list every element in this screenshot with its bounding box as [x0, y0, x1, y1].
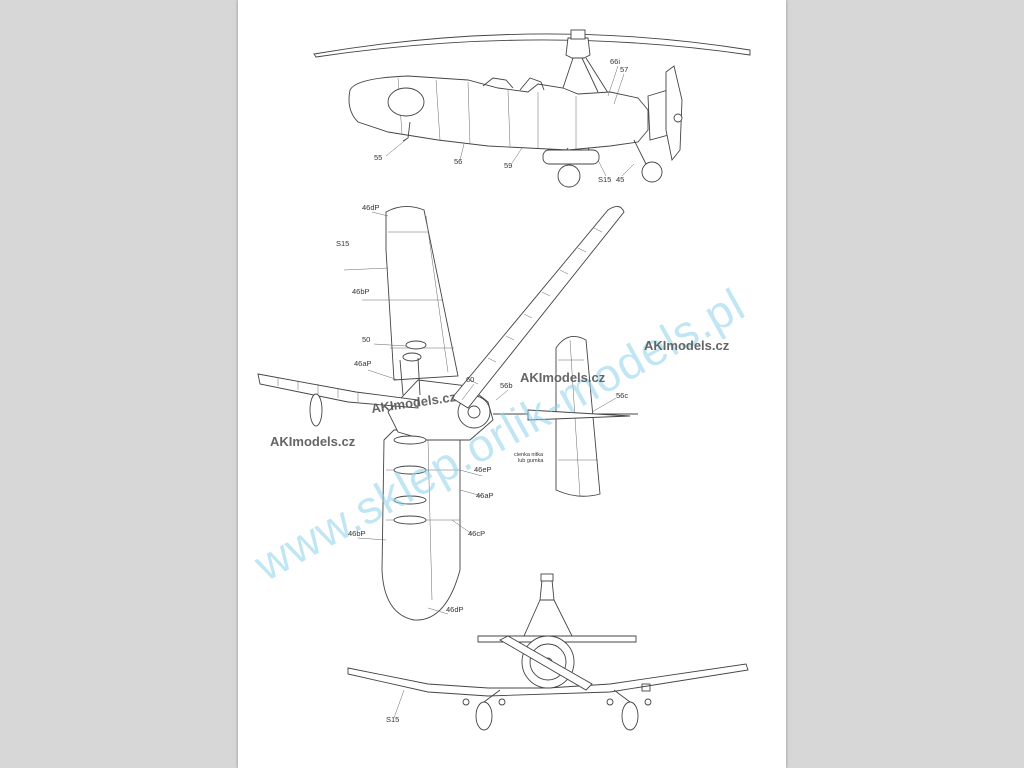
top-view	[257, 206, 638, 621]
engine-inner	[529, 643, 567, 681]
rotor-pylon-front	[539, 579, 555, 601]
callout-46dP-top: 46dP	[362, 203, 380, 212]
pylon-struts-front	[523, 599, 573, 637]
callout-66i: 66i	[610, 57, 620, 66]
callout-60: 60	[466, 375, 474, 384]
note-line-1: cienka nitka	[514, 452, 544, 458]
callout-s15-side: S15	[598, 175, 611, 184]
main-wheel-side	[557, 164, 581, 188]
bomb-1	[393, 435, 427, 445]
callout-59: 59	[504, 161, 512, 170]
propeller-side	[665, 65, 683, 162]
bomb-3	[393, 495, 427, 505]
pod-3	[606, 698, 614, 706]
strut-oval-2	[402, 352, 422, 362]
strut-legs	[399, 357, 421, 396]
pod-4	[644, 698, 652, 706]
callout-50: 50	[362, 335, 370, 344]
callout-56b: 56b	[500, 381, 513, 390]
callout-45: 45	[616, 175, 624, 184]
spinner-side	[673, 113, 683, 123]
rotor-hub	[570, 29, 586, 40]
cockpit-side	[482, 77, 545, 91]
bomb-2	[393, 465, 427, 475]
gear-fairing	[542, 149, 600, 165]
rotor-blade-short-ribs	[277, 378, 359, 402]
callout-46bP-top: 46bP	[352, 287, 370, 296]
callout-s15-top: S15	[336, 239, 349, 248]
side-view	[313, 29, 751, 188]
wheel-left	[475, 701, 493, 731]
drawing-sheet: 55 56 59 66i 57 S15 45	[238, 0, 786, 768]
leader-s15-front	[393, 689, 405, 719]
callout-55: 55	[374, 153, 382, 162]
nose-wheel-side	[641, 161, 663, 183]
pod-1	[462, 698, 470, 706]
rotor-blade-ribs	[469, 227, 603, 385]
rotor-hub-front	[540, 573, 554, 582]
rotor-blade-side	[313, 33, 751, 58]
pod-2	[498, 698, 506, 706]
lower-wing-front	[347, 663, 749, 697]
callout-46dP-low: 46dP	[446, 605, 464, 614]
propeller-top	[309, 393, 323, 427]
gear-struts-front	[483, 689, 631, 703]
rotor-pylon	[565, 37, 591, 59]
wheel-right	[621, 701, 639, 731]
strut-oval-1	[405, 340, 427, 350]
tail-fin-top	[527, 409, 631, 421]
leaders-side	[385, 65, 635, 177]
note-line-2: lub gumka	[518, 458, 544, 464]
rotor-hub-top	[467, 405, 481, 419]
propeller-front	[499, 635, 593, 691]
aki-watermark-4: AKImodels.cz	[644, 338, 730, 353]
nose-strut	[633, 139, 647, 165]
aki-watermark-1: AKImodels.cz	[270, 434, 356, 449]
leaders-top	[343, 211, 617, 615]
callout-56: 56	[454, 157, 462, 166]
callout-46cP: 46cP	[468, 529, 485, 538]
aki-watermark-3: AKImodels.cz	[520, 370, 606, 385]
bomb-4	[393, 515, 427, 525]
marking-box	[641, 683, 651, 692]
front-view	[347, 573, 749, 731]
fuselage-side	[348, 75, 649, 151]
rudder-side	[387, 87, 425, 117]
wing-upper-top	[385, 206, 459, 381]
callout-46aP-top: 46aP	[354, 359, 372, 368]
callout-57: 57	[620, 65, 628, 74]
callout-46eP: 46eP	[474, 465, 492, 474]
callout-56c: 56c	[616, 391, 628, 400]
wing-upper-panels	[388, 215, 454, 373]
wing-lower-top	[381, 429, 461, 621]
callout-s15-front: S15	[386, 715, 399, 724]
rotor-blade-long	[451, 206, 625, 409]
callout-46aP-low: 46aP	[476, 491, 494, 500]
callout-46bP-low: 46bP	[348, 529, 366, 538]
aircraft-drawing: 55 56 59 66i 57 S15 45	[245, 29, 753, 731]
pylon-struts	[562, 57, 611, 97]
